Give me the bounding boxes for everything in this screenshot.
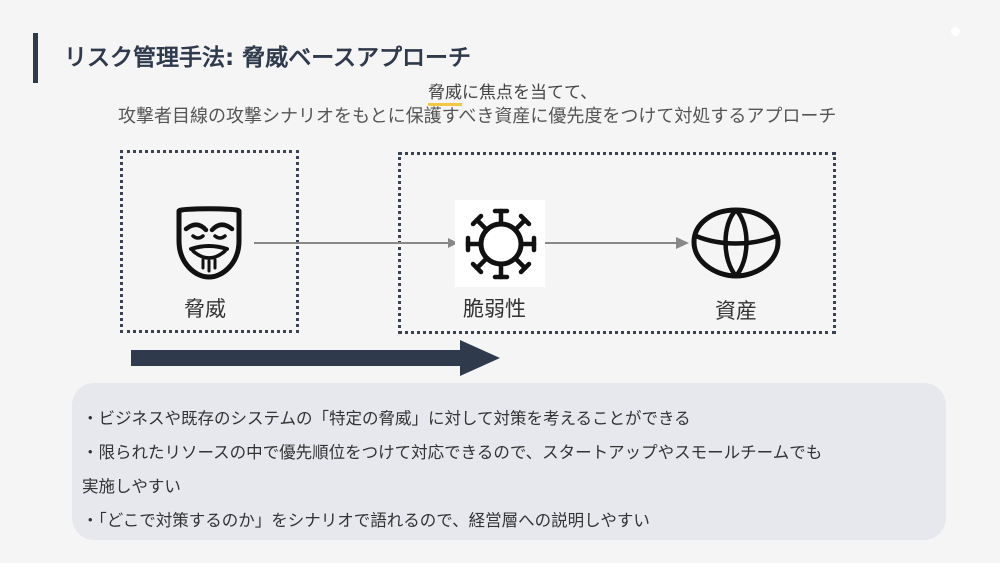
bullet-1: ・ビジネスや既存のシステムの「特定の脅威」に対して対策を考えることができる	[82, 409, 691, 428]
slide-title: リスク管理手法: 脅威ベースアプローチ	[64, 45, 472, 71]
subtitle-line-2: 攻撃者目線の攻撃シナリオをもとに保護すべき資産に優先度をつけて対処するアプローチ	[118, 106, 837, 127]
corner-dot	[951, 27, 960, 36]
bullet-2-continuation: 実施しやすい	[82, 477, 181, 496]
bullet-2: ・限られたリソースの中で優先順位をつけて対応できるので、スタートアップやスモール…	[82, 443, 823, 462]
highlighted-term: 脅威	[428, 83, 462, 106]
subtitle-line-1-rest: に焦点を当てて、	[462, 83, 598, 103]
threat-to-vuln-arrowhead	[448, 238, 458, 248]
title-accent-bar	[33, 33, 38, 83]
subtitle-line-1: 脅威に焦点を当てて、	[428, 78, 598, 106]
bullet-3: ・「どこで対策するのか」をシナリオで語れるので、経営層への説明しやすい	[82, 511, 650, 530]
vuln-to-asset-arrowhead	[676, 237, 689, 249]
virus-icon	[465, 208, 537, 280]
big-process-arrow	[131, 340, 500, 376]
threat-box	[120, 150, 299, 333]
mask-icon	[176, 206, 242, 280]
vulnerability-label: 脆弱性	[463, 297, 526, 321]
info-panel	[72, 383, 946, 540]
globe-icon	[691, 207, 781, 279]
asset-label: 資産	[715, 299, 757, 323]
threat-label: 脅威	[184, 297, 226, 321]
